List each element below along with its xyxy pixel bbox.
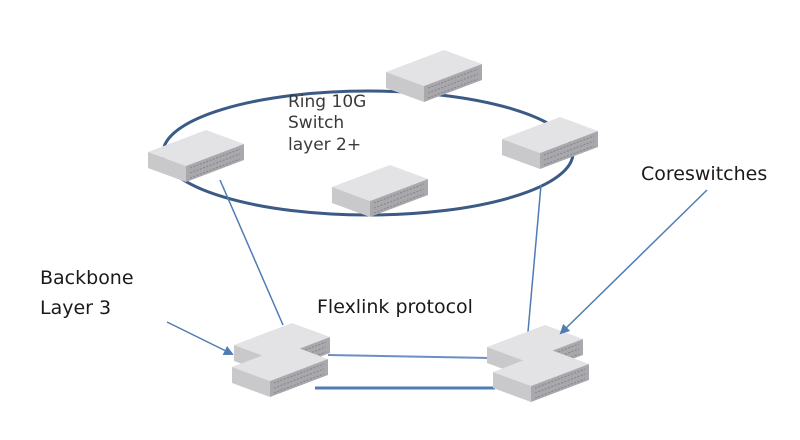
ring-label-line-3: layer 2+ — [288, 134, 362, 155]
backbone-label-line-2: Layer 3 — [40, 297, 112, 319]
ring-switch-left — [147, 129, 245, 183]
coreswitches-arrow — [559, 189, 708, 335]
uplink-left — [219, 179, 284, 326]
uplink-right — [526, 184, 542, 344]
ring-switch-bottom — [331, 164, 429, 218]
flexlink-upper — [327, 354, 491, 359]
ring-label: Ring 10G Switch layer 2+ — [288, 92, 366, 156]
ring-switch-right — [501, 116, 599, 170]
flexlink-label: Flexlink protocol — [317, 296, 473, 318]
ring-label-line-2: Switch — [288, 113, 345, 134]
backbone-arrow — [166, 321, 234, 355]
ring-switch-top — [385, 49, 483, 103]
coreswitches-label: Coreswitches — [641, 163, 768, 185]
backbone-label-line-1: Backbone — [40, 267, 134, 289]
backbone-label: Backbone Layer 3 — [40, 263, 134, 323]
ring-label-line-1: Ring 10G — [288, 92, 367, 112]
